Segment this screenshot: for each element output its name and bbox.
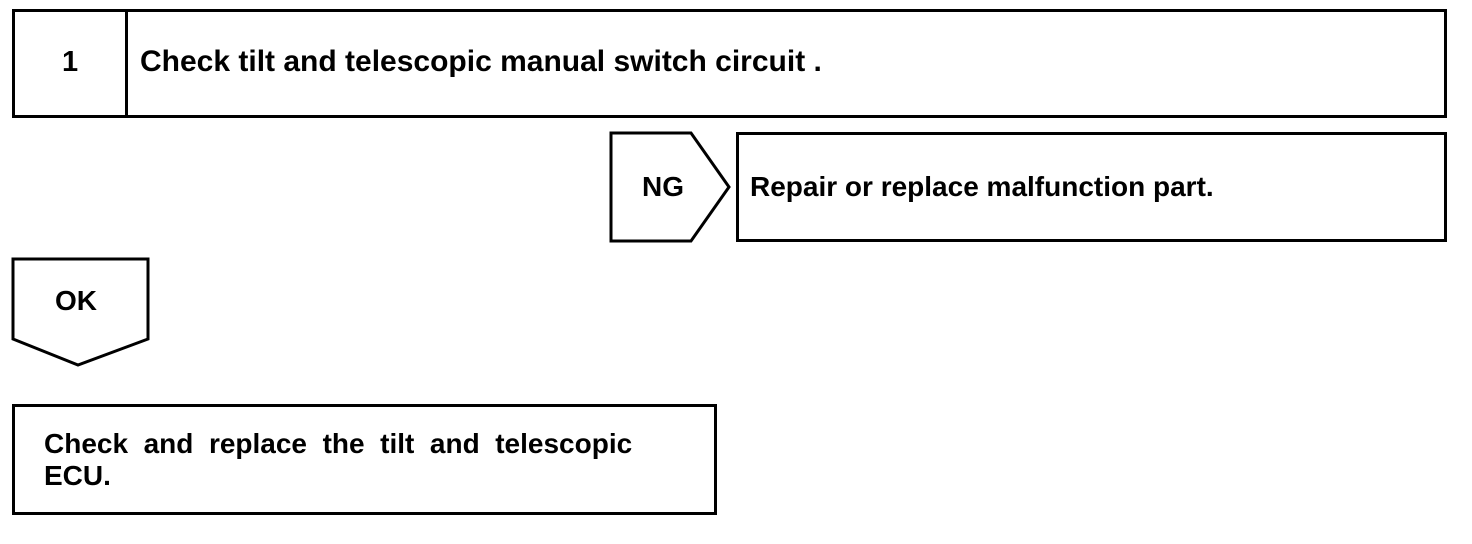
ng-label: NG (642, 171, 684, 202)
step-number-divider (12, 9, 128, 118)
step-number: 1 (62, 46, 79, 78)
ok-action-box (12, 404, 717, 515)
step-header-box (12, 9, 1447, 118)
ok-label: OK (55, 285, 97, 316)
ok-action-text-line1: Check and replace the tilt and telescopi… (44, 428, 633, 459)
ng-action-text: Repair or replace malfunction part. (750, 171, 1214, 202)
ng-arrow-shape (609, 131, 731, 243)
ok-action-text-line2: ECU. (44, 460, 111, 491)
ng-action-box (736, 132, 1447, 242)
step-title: Check tilt and telescopic manual switch … (140, 45, 822, 78)
ok-arrow-shape (11, 257, 150, 367)
